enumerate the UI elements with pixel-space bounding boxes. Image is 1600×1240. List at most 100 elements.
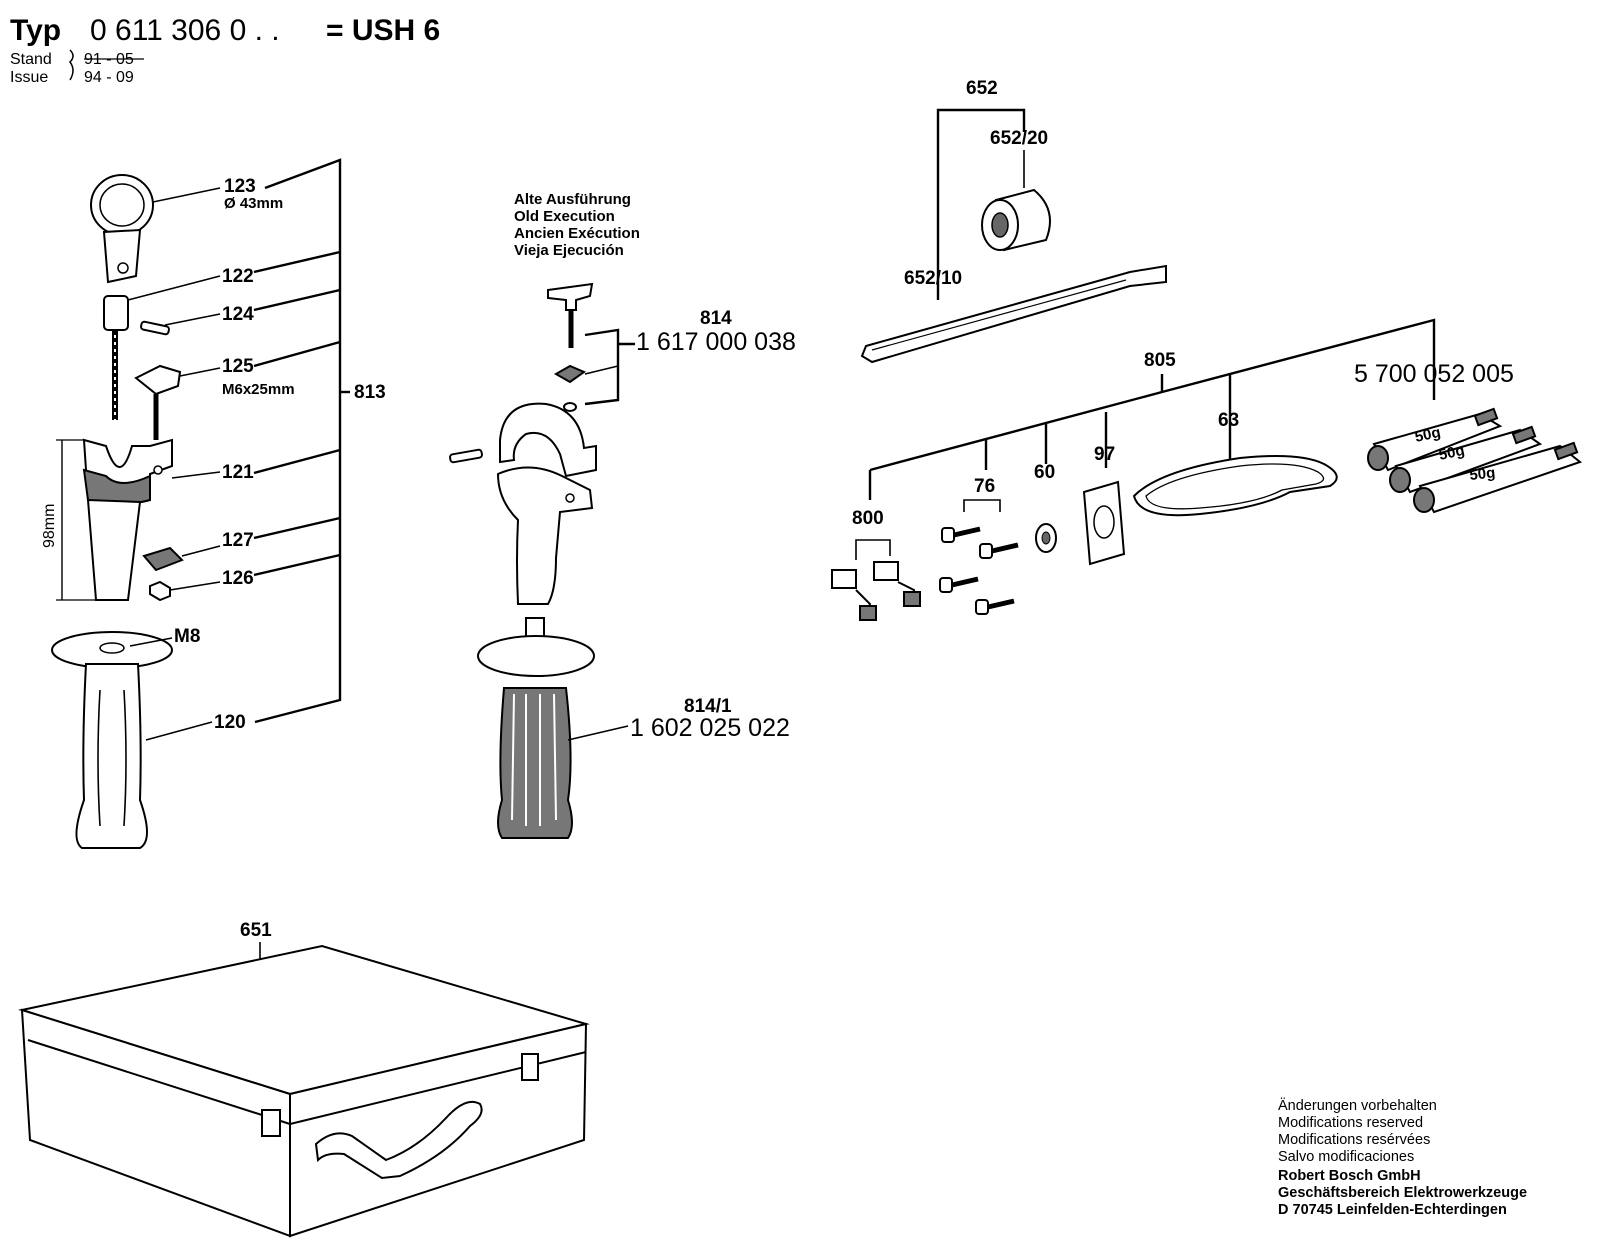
tube-1-crimp	[1473, 407, 1499, 427]
label-63: 63	[1218, 410, 1239, 431]
screw-76-shaft-b	[991, 542, 1019, 554]
leader-123-part	[152, 187, 221, 203]
chisel-set-652: 652 652/20 652/10	[860, 78, 1167, 364]
footer-line-en: Modifications reserved	[1278, 1115, 1423, 1131]
chisel-edge-line	[871, 279, 1127, 351]
bracket-76	[963, 499, 1001, 512]
tube-label-3: 50g	[1469, 464, 1496, 484]
leader-126-part	[169, 581, 221, 591]
label-124: 124	[222, 304, 254, 325]
leader-124-part	[164, 313, 221, 326]
date-brace	[69, 49, 74, 81]
label-814: 814	[700, 308, 732, 329]
grease-tubes-part: 50g 50g 50g	[1367, 407, 1583, 514]
tube-3-cap	[1413, 487, 1435, 513]
barrel-nut-part	[103, 295, 129, 331]
label-dia43: Ø 43mm	[224, 195, 283, 212]
old-exec-en: Old Execution	[514, 208, 615, 225]
case-handle	[314, 1100, 483, 1180]
label-123: 123	[224, 176, 256, 197]
square-plate-part	[142, 546, 184, 572]
bracket-805	[869, 318, 1436, 472]
leader-125	[253, 340, 341, 368]
partnumber-805: 5 700 052 005	[1354, 360, 1514, 388]
leader-121	[253, 448, 341, 475]
header: Typ 0 611 306 0 . . = USH 6 Stand Issue …	[10, 14, 440, 86]
gasket-63-part	[1132, 455, 1338, 517]
label-805: 805	[1144, 350, 1176, 371]
flange-97-hole	[1093, 505, 1115, 539]
bracket-813	[254, 158, 342, 724]
footer-division: Geschäftsbereich Elektrowerkzeuge	[1278, 1185, 1527, 1201]
hex-nut-part	[149, 580, 171, 602]
leader-126	[253, 553, 341, 577]
saddle-hole	[153, 465, 163, 475]
tube-3-crimp	[1553, 441, 1579, 461]
screw-76-head-c	[939, 577, 953, 593]
old-execution-assembly: Alte Ausführung Old Execution Ancien Exé…	[449, 191, 796, 839]
wing-head-part	[134, 364, 182, 396]
bracket-800	[855, 539, 891, 560]
label-60: 60	[1034, 462, 1055, 483]
label-dim98: 98mm	[41, 504, 58, 548]
leader-127-part	[181, 545, 221, 557]
partnumber-814-1: 1 602 025 022	[630, 714, 790, 742]
yoke-pin-part	[449, 448, 483, 464]
old-exec-es: Vieja Ejecución	[514, 242, 624, 259]
label-125: 125	[222, 356, 254, 377]
label-126: 126	[222, 568, 254, 589]
washer-60-hole	[1041, 531, 1051, 545]
gasket-63-inner	[1145, 463, 1325, 510]
typ-label: Typ	[10, 14, 61, 47]
screw-76-shaft-a	[953, 526, 981, 538]
tube-2-crimp	[1511, 425, 1537, 445]
screw-76-head-a	[941, 527, 955, 543]
carbon-brushes-800-part	[831, 561, 921, 621]
bracket-814	[584, 328, 620, 406]
yoke-lower-part	[496, 466, 594, 605]
yoke-hole	[565, 493, 575, 503]
leader-125-part	[179, 367, 221, 377]
tube-label-2: 50g	[1437, 442, 1466, 464]
label-m8: M8	[174, 626, 200, 647]
label-122: 122	[222, 266, 254, 287]
case-latch-right	[521, 1053, 539, 1081]
leader-124	[253, 288, 341, 312]
clamp-ring-inner	[99, 183, 145, 227]
brush-800-b-clip	[903, 591, 921, 607]
label-127: 127	[222, 530, 254, 551]
case-latch-left	[261, 1109, 281, 1137]
grip-814-1-part	[497, 687, 573, 839]
bracket-814-mid	[584, 365, 619, 375]
label-651: 651	[240, 920, 272, 941]
t-screw-head-part	[547, 282, 594, 311]
grip-814-1-ribs	[511, 693, 557, 826]
screw-76-head-b	[979, 543, 993, 559]
label-97: 97	[1094, 444, 1115, 465]
label-m6x25: M6x25mm	[222, 381, 295, 398]
issue-date: 94 - 09	[84, 69, 134, 86]
leader-122	[253, 250, 341, 274]
tube-1-cap	[1367, 445, 1389, 471]
pin-part	[140, 320, 170, 336]
footer-line-es: Salvo modificaciones	[1278, 1149, 1414, 1165]
type-number: 0 611 306 0 . .	[90, 14, 280, 47]
handle-assembly-813: 123 Ø 43mm 122 124 125 M6x25mm 121 98mm	[41, 158, 386, 849]
footer-line-fr: Modifications resérvées	[1278, 1132, 1430, 1148]
brush-800-b	[873, 561, 899, 581]
label-800: 800	[852, 508, 884, 529]
leader-m8	[129, 637, 173, 647]
tube-label-1: 50g	[1413, 424, 1442, 446]
grip-120-ribs	[97, 689, 127, 827]
carrying-case-651: 651	[18, 920, 590, 1238]
footer-company: Robert Bosch GmbH	[1278, 1168, 1421, 1184]
brush-800-a	[831, 569, 857, 589]
old-exec-fr: Ancien Exécution	[514, 225, 640, 242]
case-seam-front	[27, 1039, 291, 1125]
leader-122-part	[127, 275, 221, 301]
clamp-ring-tab	[102, 228, 142, 284]
label-814-1: 814/1	[684, 696, 732, 717]
footer-address: D 70745 Leinfelden-Echterdingen	[1278, 1202, 1507, 1218]
footer-notes: Änderungen vorbehalten Modifications res…	[1278, 1097, 1527, 1218]
